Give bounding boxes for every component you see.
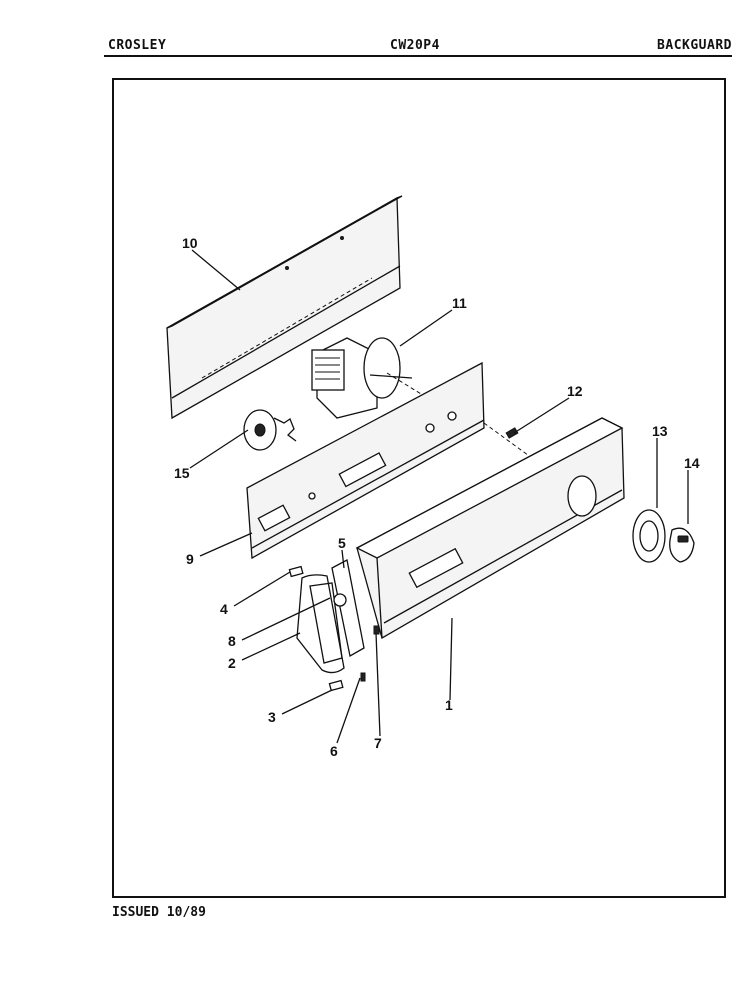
brand-label: CROSLEY [108,38,167,53]
part-7-screw [373,625,380,635]
callout-13: 13 [652,423,668,439]
leader-lines [189,249,689,744]
part-3-clip [328,679,344,692]
part-11-timer [311,337,453,419]
diagram-frame [112,78,726,898]
part-9-control-panel [246,361,533,560]
callout-3: 3 [268,709,276,725]
callout-labels: 10 11 12 13 14 15 9 5 4 8 2 3 6 7 1 [174,235,700,759]
part-6-screw [360,672,366,682]
callout-6: 6 [330,743,338,759]
part-1-front-backguard [355,417,625,639]
part-4-clip [288,565,304,578]
header-rule [104,55,732,57]
part-14-knob [669,527,695,563]
part-8-bulb [333,593,347,607]
issued-date: ISSUED 10/89 [112,905,206,920]
part-13-knob-skirt [632,509,666,563]
callout-10: 10 [182,235,198,251]
callout-8: 8 [228,633,236,649]
part-10-rear-panel [166,195,403,420]
callout-1: 1 [445,697,453,713]
callout-4: 4 [220,601,228,617]
part-15-switch [243,409,297,451]
part-5-gasket [331,559,365,658]
callout-5: 5 [338,535,346,551]
callout-9: 9 [186,551,194,567]
callout-12: 12 [567,383,583,399]
callout-7: 7 [374,735,382,751]
callout-11: 11 [452,295,467,311]
part-12-screw [505,427,519,439]
exploded-parts-diagram: 10 11 12 13 14 15 9 5 4 8 2 3 6 7 1 [166,195,700,759]
part-2-lamp-housing [296,574,345,674]
callout-2: 2 [228,655,236,671]
model-label: CW20P4 [390,38,440,53]
callout-15: 15 [174,465,190,481]
callout-14: 14 [684,455,700,471]
section-label: BACKGUARD [657,38,732,53]
